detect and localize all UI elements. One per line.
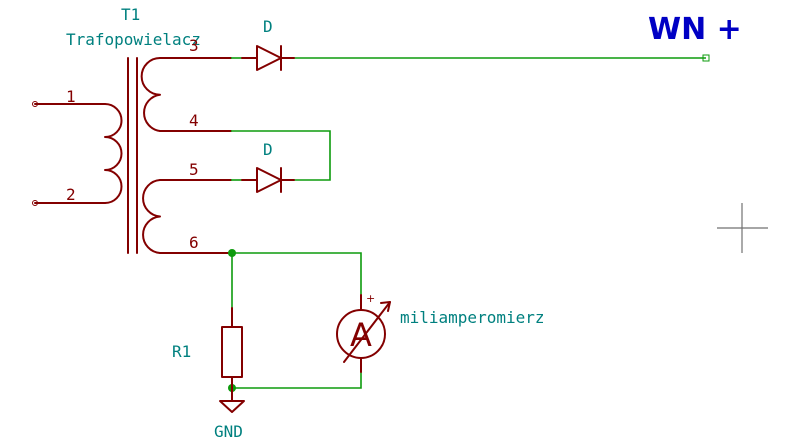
meter-polarity: + <box>366 292 375 305</box>
primary-winding <box>104 103 123 204</box>
resistor-reference: R1 <box>172 342 191 361</box>
transformer-reference: T1 <box>121 5 140 24</box>
pin-1-endpoint[interactable] <box>32 101 38 107</box>
meter-arrow-shaft <box>343 301 391 363</box>
diode-2-label: D <box>263 140 273 159</box>
diode-2-triangle <box>256 167 282 193</box>
diode-1[interactable]: D <box>241 17 295 71</box>
wires[interactable] <box>228 54 710 392</box>
ground-label: GND <box>214 422 243 441</box>
pin-5-number: 5 <box>189 160 199 179</box>
wire-resistor-meter[interactable] <box>232 362 362 389</box>
secondary-winding-lower <box>142 179 161 254</box>
ground-symbol[interactable]: GND <box>214 387 245 441</box>
cursor-crosshair <box>717 203 768 253</box>
pin-2-number: 2 <box>66 185 76 204</box>
resistor-body <box>221 326 243 378</box>
pin-6-number: 6 <box>189 233 199 252</box>
ground-triangle <box>219 400 245 413</box>
milliammeter[interactable]: A + miliamperomierz <box>336 292 545 373</box>
diode-1-triangle <box>256 45 282 71</box>
pin-3-number: 3 <box>189 36 199 55</box>
transformer-value: Trafopowielacz <box>66 30 201 49</box>
diode-1-label: D <box>263 17 273 36</box>
net-label-wn-plus[interactable]: WN + <box>648 12 742 47</box>
pin-2-endpoint[interactable] <box>32 200 38 206</box>
pin-4-number: 4 <box>189 111 199 130</box>
resistor-r1[interactable]: R1 <box>172 307 243 389</box>
secondary-winding-upper <box>140 57 161 132</box>
wire-pin4-diode2[interactable] <box>231 130 331 181</box>
wire-pin6-meter[interactable] <box>231 252 362 295</box>
meter-arrow-head <box>380 301 391 312</box>
meter-symbol: A <box>350 316 372 354</box>
output-wire-end[interactable] <box>702 54 710 62</box>
junction-upper <box>228 249 236 257</box>
meter-value: miliamperomierz <box>400 308 545 327</box>
transformer-t1[interactable]: T1 Trafopowielacz 1 2 3 4 5 6 <box>32 5 232 254</box>
pin-1-number: 1 <box>66 87 76 106</box>
diode-2[interactable]: D <box>241 140 295 193</box>
